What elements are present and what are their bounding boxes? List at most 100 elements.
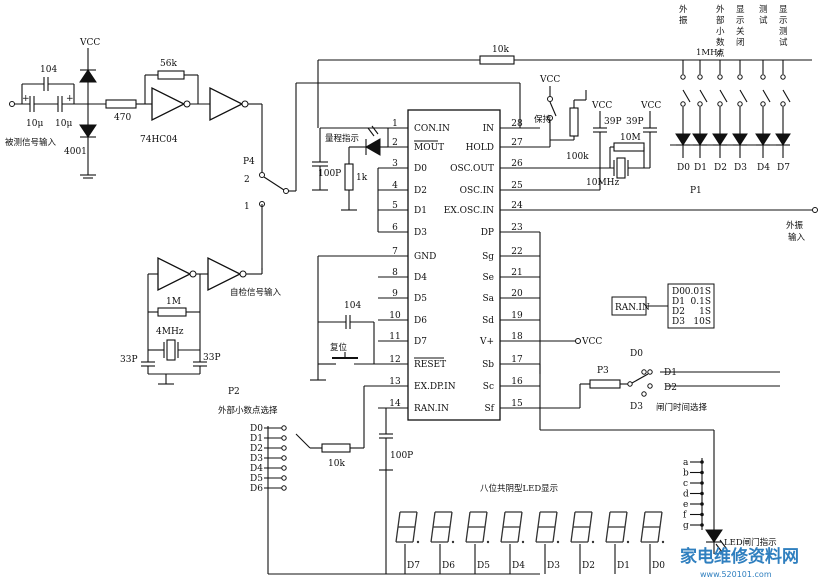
resistor-1k-label: 1k [356,173,368,183]
p2-item-D1: D1 [250,434,263,444]
ic-pin-num-14: 14 [389,399,401,409]
vcc-label-hold: VCC [539,75,560,85]
ext-dp-select-label: 外部小数点选择 [218,405,278,416]
digit-label-D3: D3 [547,561,560,571]
ic-pin-name-16: Sc [483,382,494,392]
ic-pin-num-16: 16 [511,377,523,387]
gate-time-select-label: 闸门时间选择 [656,402,708,413]
diode-upper [79,69,97,83]
gate-row-D2: D2 [672,307,685,317]
p1-diode-D0 [675,133,691,146]
p1-header-0-char: 外 [679,4,688,15]
cap-10u-a-label: 10μ [26,119,43,129]
hold-switch-label: 保持 [534,114,552,125]
inverter-1 [151,86,186,122]
inverter-2 [209,86,244,122]
gate-table [667,283,715,329]
p1-header-3-char: 关 [736,26,745,37]
ic-pin-num-20: 20 [511,289,523,299]
p2-item-D6: D6 [250,484,263,494]
p1-diode-D7 [775,133,791,146]
watermark: 家电维修资料网 www.520101.com [680,546,799,579]
chip-74hc04-label: 74HC04 [140,135,178,145]
ic-pin-num-9: 9 [392,289,398,299]
p2-item-D2: D2 [250,444,263,454]
ic-pin-num-5: 5 [392,201,398,211]
ic-pin-num-26: 26 [511,159,523,169]
display-title: 八位共阴型LED显示 [480,483,558,494]
ic-pin-name-20: Sa [482,294,494,304]
ic-pin-name-18: V+ [479,337,494,347]
p1-header-0-char: 振 [679,15,688,26]
ic-pin-num-2: 2 [392,138,398,148]
p1-diode-label-D3: D3 [734,163,747,173]
self-test-label: 自检信号输入 [230,287,282,298]
seven-seg-digit-D7: D7 [395,511,420,574]
ic-pin-name-10: D6 [414,316,427,326]
seg-bus-g: g [683,521,689,531]
p1-diode-D1 [692,133,708,146]
seg-bus-d: d [683,490,689,500]
resistor-100k-label: 100k [566,152,589,162]
p3-item-D1: D1 [664,368,677,378]
vcc-pin18-label: VCC [581,337,602,347]
gate-value-D0: 0.01S [685,287,711,297]
ic-pin-name-22: Sg [482,252,494,262]
ic-pin-num-10: 10 [389,311,401,321]
ic-pin-num-8: 8 [392,268,398,278]
inverter-3 [157,256,192,292]
resistor-100k [569,107,579,137]
resistor-56k [157,70,185,80]
measured-input-label: 被测信号输入 [5,137,57,148]
gate-row-D1: D1 [672,297,685,307]
p1-header-4-char: 试 [759,15,768,26]
seven-seg-digit-D5: D5 [465,511,490,574]
ic-pin-num-12: 12 [389,355,400,365]
ic-pin-name-8: D4 [414,273,427,283]
p1-header-3-char: 示 [736,16,745,26]
p1-diode-label-D1: D1 [694,163,707,173]
digit-label-D1: D1 [617,561,630,571]
p1-header-5-char: 示 [779,16,788,26]
p3-item-D0: D0 [630,349,643,359]
ic-pin-name-23: DP [481,228,494,238]
ic-pin-name-6: D3 [414,228,427,238]
seven-seg-digit-D0: D0 [640,511,665,574]
resistor-10k-bottom [321,443,351,453]
seg-bus-e: e [683,500,688,510]
ic-pin-name-26: OSC.OUT [450,164,494,174]
ic-pin-name-11: D7 [414,337,427,347]
ic-pin-name-27: HOLD [466,143,494,153]
switch-p4: P4 2 1 [243,82,521,270]
ran-in-label: RAN.IN [615,303,650,313]
digit-label-D5: D5 [477,561,490,571]
vcc-label-osc-b: VCC [640,101,661,111]
ic-pin-num-11: 11 [389,332,400,342]
ic-pin-num-21: 21 [511,268,522,278]
overflow-indicator: 100P 量程指示 1k [312,125,408,233]
ic-pin-name-17: Sb [482,360,494,370]
p1-diode-label-D7: D7 [777,163,790,173]
vcc-label-osc-a: VCC [591,101,612,111]
resistor-1k [344,163,354,191]
p1-header-5-char: 测 [779,27,788,37]
ic-pin-name-2: MOUT [414,143,444,153]
reset-button-label: 复位 [330,342,348,353]
digit-label-D2: D2 [582,561,595,571]
led-gate-indicator-label: LED闸门指示 [724,537,777,548]
p1-diode-D2 [712,133,728,146]
ic-pin-name-28: IN [483,124,495,134]
p1-header-2-char: 点 [716,49,725,59]
ic-pin-name-7: GND [414,252,436,262]
diode-4001-label: 4001 [64,147,87,157]
p1-header-5-char: 试 [779,37,788,48]
ext-osc-label-1: 外振 [786,220,804,231]
seven-seg-digit-D1: D1 [605,511,630,574]
svg-text:+: + [66,94,74,104]
ic-pin-num-19: 19 [511,311,523,321]
